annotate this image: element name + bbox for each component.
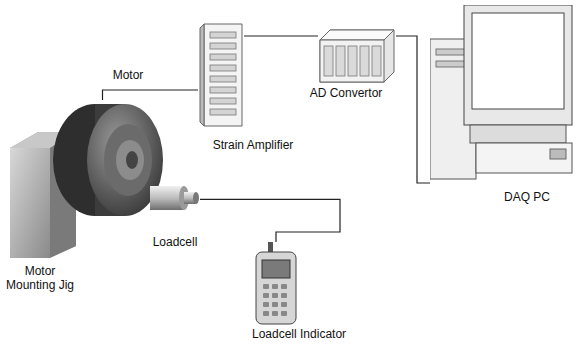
ad-convertor-node: AD Convertor	[318, 28, 396, 83]
device-label: AD Convertor	[296, 86, 396, 100]
daq-pc-illustration	[430, 5, 573, 185]
device-label: Motor Mounting Jig	[0, 264, 80, 292]
device-label: Loadcell	[138, 235, 212, 249]
motor-illustration	[40, 100, 165, 220]
loadcell-node: Loadcell	[150, 180, 200, 215]
loadcell-illustration	[150, 180, 200, 215]
loadcell-indicator-illustration	[252, 242, 300, 326]
device-label: Strain Amplifier	[193, 138, 313, 152]
signal-wire	[103, 90, 199, 100]
loadcell-indicator-node: Loadcell Indicator	[252, 242, 300, 326]
device-label: DAQ PC	[477, 190, 577, 204]
ad-convertor-illustration	[318, 28, 396, 83]
motor-node: Motor	[40, 100, 165, 220]
device-label: Loadcell Indicator	[252, 327, 392, 341]
strain-amplifier-illustration	[198, 22, 244, 128]
daq-pc-node: DAQ PC	[430, 5, 573, 185]
strain-amplifier-node: Strain Amplifier	[198, 22, 244, 128]
signal-wire	[244, 35, 318, 36]
device-label: Motor	[100, 68, 156, 82]
signal-wire	[200, 199, 340, 242]
signal-wire	[396, 36, 430, 183]
